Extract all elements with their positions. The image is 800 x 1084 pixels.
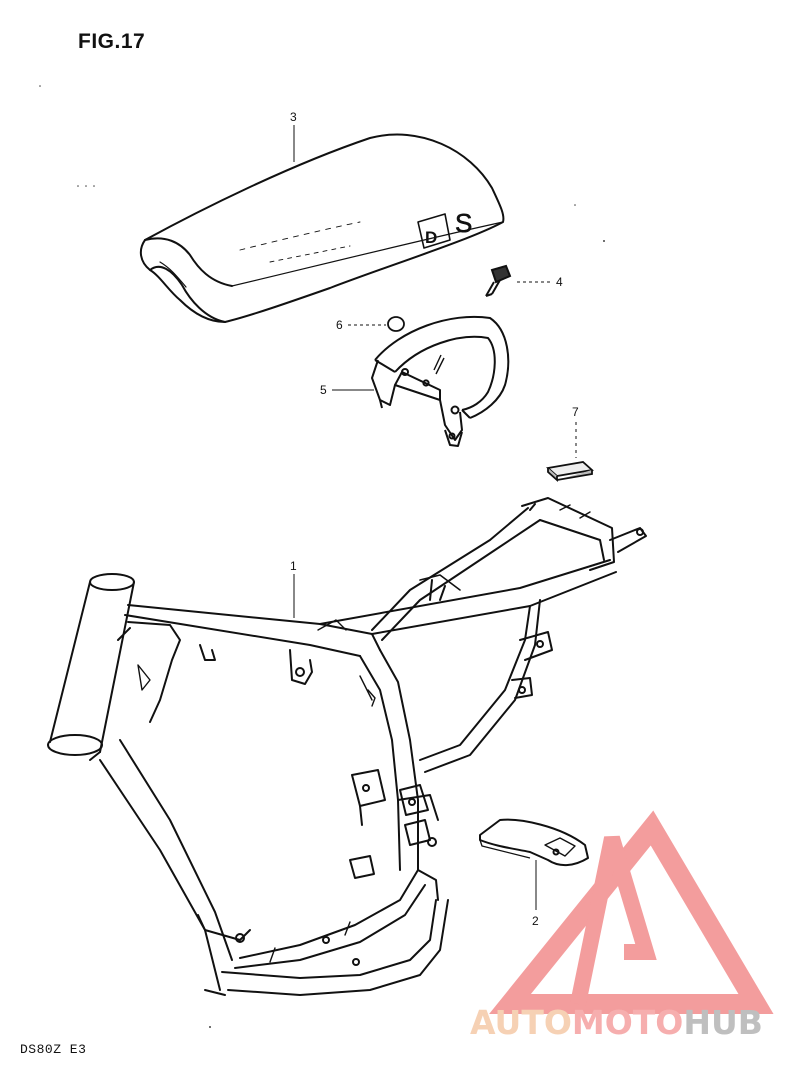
frame-part [47,497,647,996]
seat-bracket-part [371,315,510,447]
cap-part [387,316,405,332]
seat-part [139,133,505,323]
svg-text:AUTOMOTOHUB: AUTOMOTOHUB [470,1003,763,1042]
callout-7: 7 [572,405,579,419]
watermark-inner-mark [570,835,657,1006]
callout-4: 4 [556,275,563,289]
watermark-word-auto: AUTO [470,1003,572,1042]
callout-2: 2 [532,914,539,928]
rubber-pad-part [546,461,594,483]
specks [39,85,605,1028]
seat-logo-d: D [425,228,437,247]
seat-logo-s: S [455,208,472,238]
watermark-logo: AUTOMOTOHUB [470,810,774,1042]
callout-1: 1 [290,559,297,573]
callout-6: 6 [336,318,343,332]
bolt-part [485,264,512,297]
watermark-triangle [489,810,774,1014]
model-code: DS80Z E3 [20,1042,87,1057]
watermark-word-hub: HUB [683,1003,763,1042]
figure-title: FIG.17 [78,30,146,53]
callout-3: 3 [290,110,297,124]
callout-5: 5 [320,383,327,397]
guard-plate-part [479,818,589,866]
leader-lines [293,125,577,910]
watermark-word-moto: MOTO [572,1003,683,1042]
